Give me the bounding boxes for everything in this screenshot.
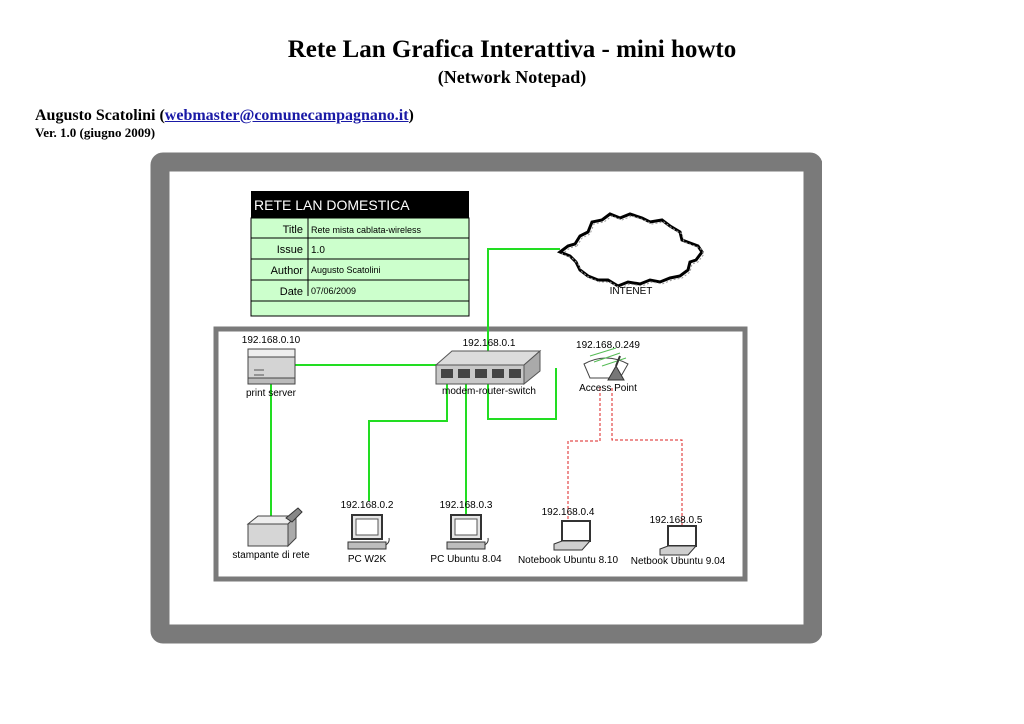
info-table: RETE LAN DOMESTICA Title Rete mista cabl… xyxy=(250,191,470,317)
wireless-links xyxy=(567,388,683,525)
notebook-icon[interactable] xyxy=(553,520,592,551)
pc-w2k-icon[interactable] xyxy=(347,514,390,550)
print-server-label: print server xyxy=(246,388,297,399)
access-point-icon[interactable] xyxy=(583,347,629,381)
pc-w2k-ip: 192.168.0.2 xyxy=(341,500,394,511)
netbook-icon[interactable] xyxy=(659,525,698,556)
document-title: Rete Lan Grafica Interattiva - mini howt… xyxy=(287,36,737,63)
wired-links xyxy=(270,248,560,519)
pc-ubuntu-icon[interactable] xyxy=(446,514,489,550)
table-value-title: Rete mista cablata-wireless xyxy=(311,225,422,235)
printer-label: stampante di rete xyxy=(232,550,310,561)
notebook-label: Notebook Ubuntu 8.10 xyxy=(518,555,619,566)
access-point-ip: 192.168.0.249 xyxy=(576,340,640,351)
document-subtitle: (Network Notepad) xyxy=(437,67,587,87)
pc-w2k-label: PC W2K xyxy=(348,554,387,565)
pc-ubuntu-label: PC Ubuntu 8.04 xyxy=(430,554,502,565)
router-label: modem-router-switch xyxy=(442,386,536,397)
author-line: Augusto Scatolini (webmaster@comunecampa… xyxy=(35,107,414,124)
outer-frame xyxy=(150,152,822,644)
access-point-label: Access Point xyxy=(579,383,637,394)
table-value-author: Augusto Scatolini xyxy=(311,265,381,275)
router-ip: 192.168.0.1 xyxy=(463,338,516,349)
table-label-date: Date xyxy=(280,286,303,298)
router-icon[interactable] xyxy=(434,349,542,386)
table-label-author: Author xyxy=(271,265,304,277)
netbook-label: Netbook Ubuntu 9.04 xyxy=(631,556,726,567)
internet-label: INTENET xyxy=(610,286,653,297)
print-server-ip: 192.168.0.10 xyxy=(242,335,301,346)
table-value-date: 07/06/2009 xyxy=(311,286,356,296)
table-label-issue: Issue xyxy=(277,244,303,256)
printer-icon[interactable] xyxy=(246,507,303,548)
print-server-icon[interactable] xyxy=(247,348,296,385)
internet-cloud-icon[interactable] xyxy=(556,212,705,289)
netbook-ip: 192.168.0.5 xyxy=(650,515,703,526)
network-diagram: RETE LAN DOMESTICA Title Rete mista cabl… xyxy=(150,152,822,644)
table-label-title: Title xyxy=(283,224,303,236)
notebook-ip: 192.168.0.4 xyxy=(542,507,595,518)
author-email-link[interactable]: webmaster@comunecampagnano.it xyxy=(164,107,409,124)
table-value-issue: 1.0 xyxy=(311,245,325,256)
pc-ubuntu-ip: 192.168.0.3 xyxy=(440,500,493,511)
version-line: Ver. 1.0 (giugno 2009) xyxy=(35,125,156,140)
info-table-header: RETE LAN DOMESTICA xyxy=(254,197,410,213)
author-name: Augusto Scatolini xyxy=(35,107,156,124)
